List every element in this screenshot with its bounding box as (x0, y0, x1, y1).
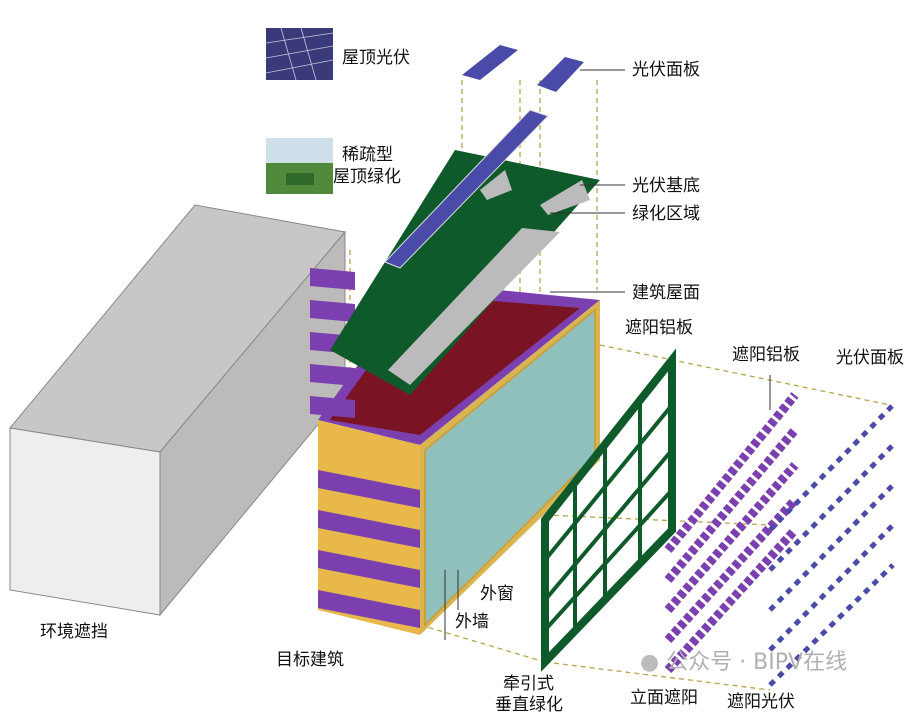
pv-panel-top-left (462, 45, 518, 80)
label-building-roof: 建筑屋面 (632, 283, 700, 303)
label-pv-panel-right: 光伏面板 (836, 348, 904, 368)
label-outer-wall: 外墙 (455, 612, 489, 632)
watermark-text: 公众号 · BIPV在线 (666, 650, 848, 675)
leader-lines (444, 69, 771, 640)
label-shading-aluminium-1: 遮阳铝板 (625, 318, 693, 338)
label-outer-window: 外窗 (480, 584, 514, 604)
label-pv-panel-top: 光伏面板 (632, 60, 700, 80)
label-sparse-roof-green-2: 屋顶绿化 (333, 167, 401, 187)
shading-pv-dashes (768, 403, 895, 687)
label-vertical-green-2: 垂直绿化 (495, 695, 563, 715)
label-shading-pv: 遮阳光伏 (727, 692, 795, 712)
label-rooftop-pv: 屋顶光伏 (342, 48, 410, 68)
rooftop-pv-thumbnail (266, 28, 333, 80)
vertical-green-trellis (541, 348, 676, 672)
label-target-building: 目标建筑 (276, 650, 344, 670)
shading-aluminium-fins (664, 392, 799, 674)
wechat-icon: ● (640, 650, 660, 675)
watermark: ● 公众号 · BIPV在线 (640, 650, 847, 676)
label-facade-shading: 立面遮阳 (630, 688, 698, 708)
rooftop-pv-strip (384, 109, 549, 269)
label-vertical-green-1: 牵引式 (503, 674, 554, 694)
label-sparse-roof-green-1: 稀疏型 (342, 145, 393, 165)
environment-obstruction-box (9, 204, 346, 617)
label-environment-obstruction: 环境遮挡 (40, 622, 108, 642)
pv-panel-top-right (537, 57, 584, 92)
label-pv-base: 光伏基底 (632, 176, 700, 196)
roof-green-plate (330, 150, 600, 395)
label-shading-aluminium-2: 遮阳铝板 (732, 345, 800, 365)
roof-green-thumbnail (266, 138, 333, 194)
label-green-area: 绿化区域 (632, 204, 700, 224)
